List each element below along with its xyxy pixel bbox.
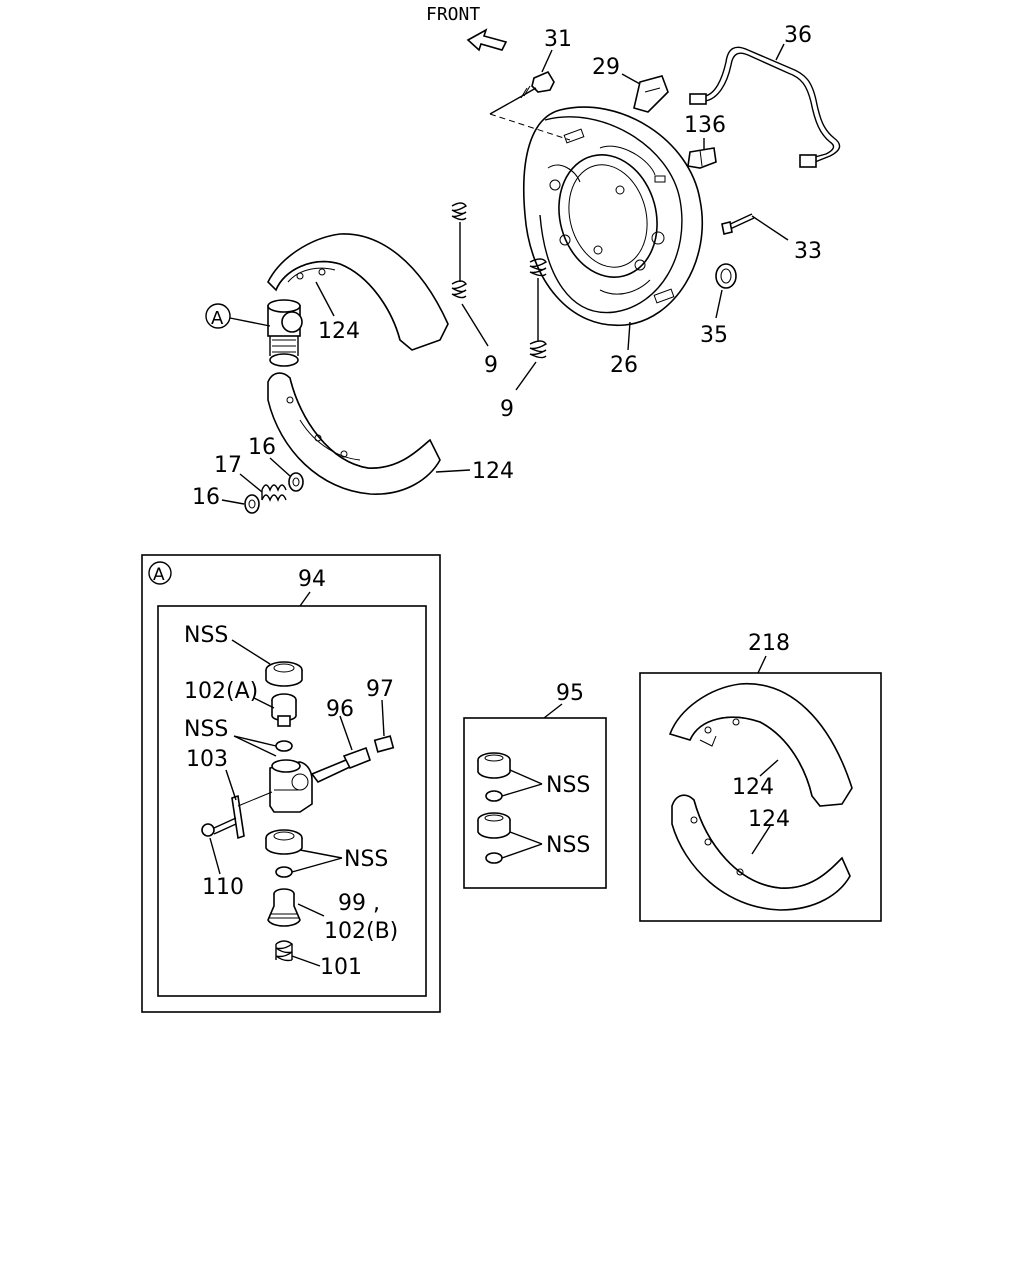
label-26: 26	[610, 353, 638, 378]
label-136: 136	[684, 113, 726, 138]
piston-part-102b	[267, 888, 301, 927]
label-96: 96	[326, 697, 354, 722]
front-arrow-icon	[466, 28, 508, 52]
brake-shoe-part-124-lower	[267, 372, 441, 495]
cylinder-body	[269, 759, 313, 813]
brake-shoe-kit-lower	[671, 794, 851, 911]
label-nss-a1: NSS	[184, 623, 228, 648]
cup-seal-nss-box95-lower	[477, 812, 511, 864]
seal-nss-lower-small	[275, 866, 293, 878]
callout-a-circle	[205, 303, 231, 329]
detail-box-a-circle	[148, 561, 172, 585]
label-124-kit-lower: 124	[748, 807, 790, 832]
brake-shoe-part-124-upper	[267, 233, 449, 351]
spring-part-101	[275, 940, 294, 962]
label-nss-b2: NSS	[546, 833, 590, 858]
label-102a: 102(A)	[184, 679, 258, 704]
front-label: FRONT	[426, 4, 480, 25]
label-nss-a3: NSS	[344, 847, 388, 872]
detail-box-a-letter: A	[153, 565, 165, 585]
label-29: 29	[592, 55, 620, 80]
label-124-lower: 124	[472, 459, 514, 484]
label-101: 101	[320, 955, 362, 980]
washer-part-16-upper	[288, 472, 304, 492]
label-nss-b1: NSS	[546, 773, 590, 798]
label-9-lower: 9	[500, 397, 514, 422]
seal-nss-middle	[275, 740, 293, 752]
label-35: 35	[700, 323, 728, 348]
bolt-part-31	[520, 70, 555, 99]
label-36: 36	[784, 23, 812, 48]
brake-pipe-part-36	[689, 46, 841, 168]
label-218: 218	[748, 631, 790, 656]
plate-part-103	[231, 791, 273, 840]
pin-part-33	[721, 213, 755, 235]
label-124-upper: 124	[318, 319, 360, 344]
kit-box-95	[463, 717, 607, 889]
cup-seal-nss-lower	[265, 829, 303, 855]
bracket-part-29	[633, 75, 669, 113]
kit-box-218	[639, 672, 882, 922]
label-124-kit-upper: 124	[732, 775, 774, 800]
label-110: 110	[202, 875, 244, 900]
washer-part-16-lower	[244, 494, 260, 514]
spring-part-9-upper	[451, 202, 467, 299]
label-17: 17	[214, 453, 242, 478]
wheel-cylinder-assembly	[267, 299, 303, 367]
label-16-lower: 16	[192, 485, 220, 510]
spring-part-9-lower	[529, 258, 547, 359]
label-9-upper: 9	[484, 353, 498, 378]
bleeder-screw-part-96	[310, 746, 371, 784]
label-nss-a2: NSS	[184, 717, 228, 742]
piston-part-102a	[271, 693, 297, 727]
backing-plate-part-26	[522, 106, 704, 327]
label-94: 94	[298, 567, 326, 592]
label-95: 95	[556, 681, 584, 706]
label-103: 103	[186, 747, 228, 772]
brake-shoe-kit-upper	[668, 683, 853, 807]
cup-seal-nss-box95-upper	[477, 752, 511, 802]
plug-part-35	[715, 263, 737, 289]
label-31: 31	[544, 27, 572, 52]
leader-31-dash	[489, 113, 571, 141]
label-102b: 102(B)	[324, 919, 398, 944]
kit-box-94	[157, 605, 427, 997]
detail-box-a	[141, 554, 441, 1013]
cap-part-97	[373, 735, 395, 753]
cup-seal-nss-top	[265, 661, 303, 687]
clip-part-136	[687, 147, 717, 169]
bolt-part-110	[201, 817, 237, 837]
callout-a: A	[211, 308, 224, 329]
spring-part-17	[261, 484, 287, 502]
label-16-upper: 16	[248, 435, 276, 460]
label-99: 99 ,	[338, 891, 380, 916]
label-33: 33	[794, 239, 822, 264]
label-97: 97	[366, 677, 394, 702]
